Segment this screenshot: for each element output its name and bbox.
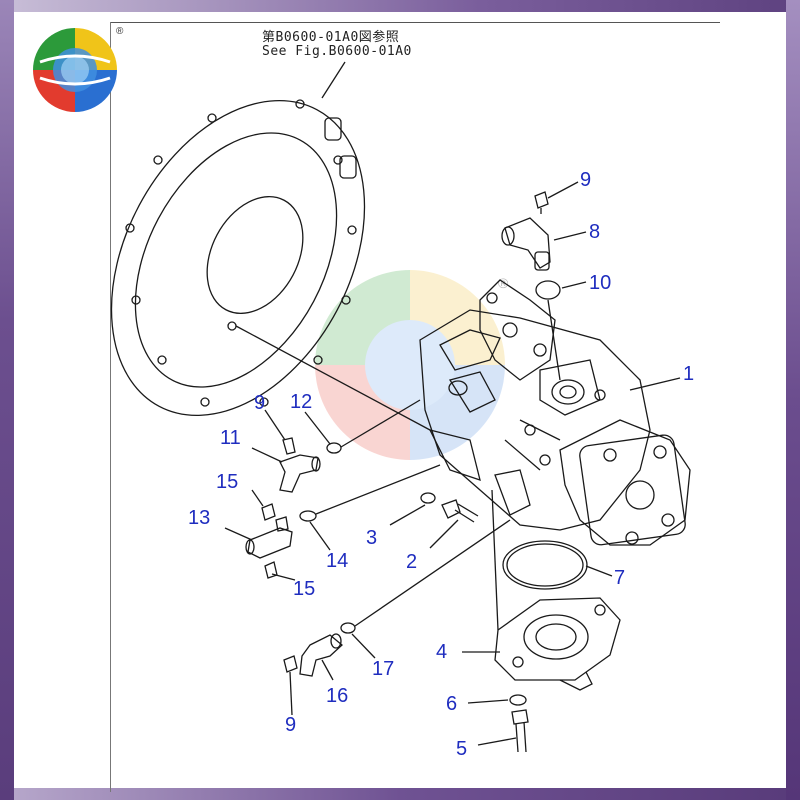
callout-1: 1	[683, 363, 694, 385]
washer-6	[509, 694, 527, 706]
o-ring-17	[340, 622, 356, 634]
callout-12: 12	[290, 391, 312, 413]
leader-11	[251, 447, 283, 463]
o-ring-7	[502, 540, 588, 590]
callout-2: 2	[406, 551, 417, 573]
reference-leader	[321, 61, 346, 99]
logo-registered-mark: ®	[116, 26, 124, 37]
leader-9-bottom	[289, 671, 293, 716]
leader-13	[224, 527, 253, 541]
o-ring-14	[299, 510, 317, 522]
washer-3	[420, 492, 436, 504]
plug-15-top	[261, 503, 276, 521]
callout-6: 6	[446, 693, 457, 715]
plug-9-bottom	[283, 655, 298, 673]
leader-2	[429, 519, 459, 549]
tee-fitting-11	[279, 437, 321, 493]
leader-10	[561, 281, 587, 289]
leader-8	[553, 231, 587, 241]
bolt-5	[511, 709, 529, 753]
frame-right	[786, 0, 800, 800]
leader-3	[389, 504, 426, 526]
watermark-logo: ®	[315, 270, 509, 460]
leader-15-top	[251, 489, 264, 507]
callout-9-top: 9	[580, 169, 591, 191]
elbow-fitting-16	[299, 633, 343, 677]
cover-plate-leader	[491, 489, 499, 631]
callout-13: 13	[188, 507, 210, 529]
reference-japanese: 第B0600-01A0図参照	[262, 30, 400, 45]
callout-11: 11	[220, 427, 241, 449]
frame-top	[0, 0, 800, 12]
callout-14: 14	[326, 550, 348, 572]
plug-9-top	[534, 191, 549, 214]
callout-15-top: 15	[216, 471, 238, 493]
frame-left	[0, 0, 14, 800]
callout-15-bottom: 15	[293, 578, 315, 600]
elbow-fitting-8	[501, 217, 551, 271]
leader-7	[585, 565, 613, 577]
drawing-border-left	[110, 22, 111, 792]
plug-15-bottom	[264, 561, 278, 579]
callout-8: 8	[589, 221, 600, 243]
leader-17	[351, 633, 376, 659]
o-ring-10-leader	[547, 299, 561, 381]
callout-7: 7	[614, 567, 625, 589]
callout-4: 4	[436, 641, 447, 663]
leader-5	[477, 737, 517, 746]
o-ring-12	[326, 442, 342, 454]
leader-9-top	[547, 181, 579, 199]
leader-9-left	[264, 409, 286, 441]
callout-10: 10	[589, 272, 611, 294]
hydraulic-pump-assembly	[419, 279, 691, 546]
leader-1	[629, 377, 681, 391]
leader-16	[321, 659, 334, 681]
frame-bottom	[0, 788, 800, 800]
leader-6	[467, 699, 509, 704]
connector-13	[245, 516, 293, 559]
leader-15-bottom	[271, 573, 296, 581]
callout-5: 5	[456, 738, 467, 760]
callout-3: 3	[366, 527, 377, 549]
cover-plate-4	[494, 597, 621, 691]
leader-12	[304, 411, 331, 445]
o-ring-12-line	[340, 399, 421, 448]
callout-9-left: 9	[254, 392, 265, 414]
callout-17: 17	[372, 658, 394, 680]
callout-9-bottom: 9	[285, 714, 296, 736]
callout-16: 16	[326, 685, 348, 707]
o-ring-17-line	[354, 519, 511, 627]
company-logo: ®	[33, 26, 124, 112]
o-ring-14-line	[315, 464, 441, 515]
flywheel-housing-flange	[110, 99, 366, 417]
bolt-2	[441, 499, 479, 523]
leader-14	[309, 521, 331, 551]
reference-english: See Fig.B0600-01A0	[262, 44, 412, 59]
drawing-border-top	[110, 22, 720, 23]
o-ring-10	[535, 280, 561, 300]
